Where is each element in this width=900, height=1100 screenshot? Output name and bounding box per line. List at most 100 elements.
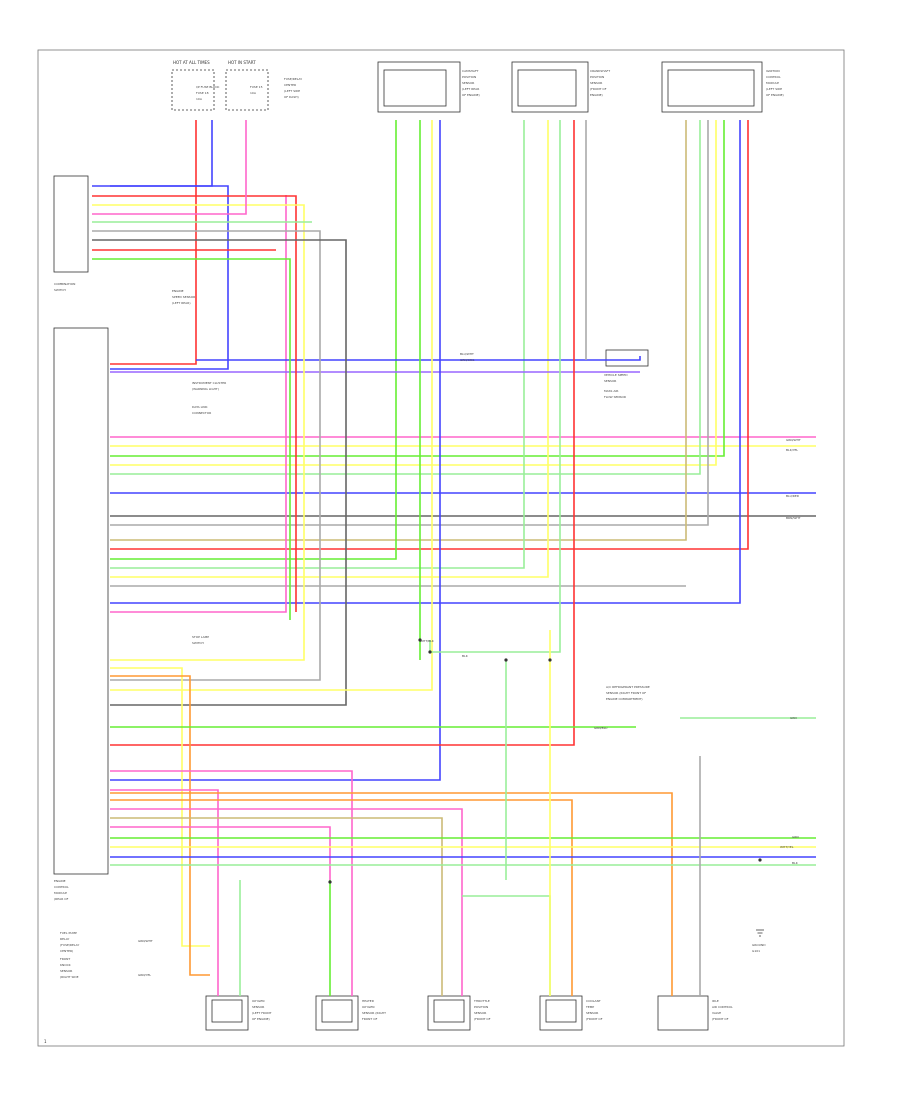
combination-switch-label-1: COMBINATION [54, 282, 75, 286]
bottom-2-line-1: HEATED [362, 999, 375, 1003]
bottom-2-line-3: SENSOR (RIGHT [362, 1011, 386, 1015]
fuse-area: HOT AT ALL TIMES HOT IN START I/P FUSE B… [171, 60, 302, 111]
bottom-1-line-4: OF ENGINE) [252, 1017, 270, 1021]
wire-green-28 [92, 258, 291, 620]
knock-sensor-1: FRONT [60, 957, 70, 961]
code-right-ac: GRN [790, 716, 797, 720]
engine-speed-sensor-1: ENGINE [172, 289, 184, 293]
data-link-2: (WARNING LIGHT) [192, 387, 219, 391]
knock-sensor-3: SENSOR [60, 969, 72, 973]
ac-pressure-1: A/C REFRIGERANT PRESSURE [606, 685, 650, 689]
combination-switch-box [53, 175, 89, 273]
wire-tan-44 [110, 817, 443, 996]
code-top-right-2: BLK/YEL [786, 448, 798, 452]
bottom-4-line-3: SENSOR [586, 1011, 598, 1015]
code-mid-right-2: BRN/WHT [786, 516, 801, 520]
bottom-4-line-2: TEMP [585, 1005, 594, 1009]
bottom-5-line-1: IDLE [712, 999, 719, 1003]
crankshaft-sensor-line-2: POSITION [590, 75, 604, 79]
bottom-4-line-4: (FRONT OF [586, 1017, 603, 1021]
ground-symbol-icon [756, 929, 764, 937]
camshaft-sensor-line-5: OF ENGINE) [462, 93, 480, 97]
wire-blue-18 [196, 356, 641, 361]
hot-in-start-label: HOT IN START [228, 60, 256, 65]
brake-switch-1: STOP LAMP [192, 635, 209, 639]
ecm-label-3: MODULE [54, 891, 67, 895]
code-top-right-1: GRN/WHT [786, 438, 801, 442]
data-link-3: DATA LINK [192, 405, 208, 409]
wire-gray-7 [110, 120, 709, 526]
fuse-box-2 [225, 69, 269, 111]
crankshaft-sensor-line-3: SENSOR [590, 81, 602, 85]
wire-yellow-22 [92, 204, 305, 661]
bottom-1-line-3: (LEFT FRONT [252, 1011, 272, 1015]
splice-dot-1 [428, 650, 432, 654]
ecm-label-2: CONTROL [54, 885, 69, 889]
oxygen-sensor-inner [211, 999, 243, 1023]
code-center-3: BLK [462, 654, 469, 658]
vehicle-speed-sensor-box [605, 349, 649, 367]
bottom-5-line-2: AIR CONTROL [712, 1005, 733, 1009]
fuse-note-1: FUSE/RELAY [284, 77, 302, 81]
code-lower-right-2: WHT/YEL [780, 845, 794, 849]
wire-yellow-30 [110, 120, 433, 691]
brake-switch-2: SWITCH [192, 641, 204, 645]
bottom-3-line-4: (FRONT OF [474, 1017, 491, 1021]
wire-tan-8 [110, 120, 687, 541]
wire-yellow-35 [110, 667, 210, 947]
crankshaft-sensor-line-4: (FRONT OF [590, 87, 607, 91]
code-ac-wire: GRN/BLU [594, 726, 607, 730]
splice-dot-3 [548, 658, 552, 662]
ac-pressure-3: ENGINE COMPARTMENT) [606, 697, 643, 701]
ignition-module-line-1: IGNITION [766, 69, 780, 73]
coolant-sensor-inner [545, 999, 577, 1023]
wire-darkgray-26 [92, 239, 347, 706]
fuel-pump-relay-1: FUEL PUMP [60, 931, 77, 935]
wire-red-21 [92, 195, 297, 612]
bottom-left-code-2: GRN/YEL [138, 973, 151, 977]
wire-yellow-3 [110, 120, 717, 466]
bottom-connectors: OXYGEN SENSOR (LEFT FRONT OF ENGINE) HEA… [205, 995, 733, 1031]
ignition-module-line-5: OF ENGINE) [766, 93, 784, 97]
fuse-box-1 [171, 69, 215, 111]
bottom-1-line-1: OXYGEN [252, 999, 265, 1003]
bottom-3-line-1: THROTTLE [473, 999, 490, 1003]
code-center-1: BLU/WHT [460, 352, 474, 356]
fuse-note-3: (LEFT SIDE [284, 89, 300, 93]
code-center-2: GRN/ORG [460, 358, 475, 362]
fuse-note-4: OF DASH) [284, 95, 299, 99]
engine-control-module-box [53, 327, 109, 875]
wire-blue-31 [110, 120, 441, 781]
splice-dot-2 [504, 658, 508, 662]
mass-air-1: MASS AIR [604, 389, 618, 393]
vehicle-speed-1: VEHICLE SPEED [604, 373, 628, 377]
left-components: COMBINATION SWITCH ENGINE CONTROL MODULE… [53, 175, 226, 979]
camshaft-sensor-line-1: CAMSHAFT [462, 69, 479, 73]
mass-air-2: FLOW SENSOR [604, 395, 626, 399]
knock-sensor-2: KNOCK [60, 963, 72, 967]
heated-oxygen-sensor-inner [321, 999, 353, 1023]
wire-pink-39 [110, 770, 353, 996]
wire-green-10 [110, 120, 397, 560]
code-lower-right-1: GRN [792, 835, 799, 839]
wire-yellow-12 [110, 120, 549, 578]
wire-orange-42 [110, 799, 573, 996]
vehicle-speed-2: SENSOR [604, 379, 616, 383]
wire-red-33 [110, 120, 575, 746]
bottom-left-code-1: GRN/WHT [138, 939, 153, 943]
fuse-1-line-1: I/P FUSE BLOCK [196, 85, 220, 89]
data-link-4: CONNECTOR [192, 411, 211, 415]
ignition-module-line-4: (LEFT SIDE [766, 87, 782, 91]
fuel-pump-relay-4: CENTER) [60, 949, 73, 953]
wire-pink-15 [110, 195, 287, 613]
knock-sensor-4: (RIGHT SIDE [60, 975, 79, 979]
ac-pressure-2: SENSOR (RIGHT FRONT OF [606, 691, 646, 695]
splice-dot-0 [418, 638, 422, 642]
fuse-1-line-3: 10A [196, 97, 203, 101]
bottom-2-line-4: FRONT OF [362, 1017, 378, 1021]
engine-speed-sensor-2: SPEED SENSOR [172, 295, 195, 299]
wire-green-2 [110, 120, 725, 457]
bottom-5-line-4: (FRONT OF [712, 1017, 729, 1021]
right-components: VEHICLE SPEED SENSOR MASS AIR FLOW SENSO… [604, 349, 766, 953]
